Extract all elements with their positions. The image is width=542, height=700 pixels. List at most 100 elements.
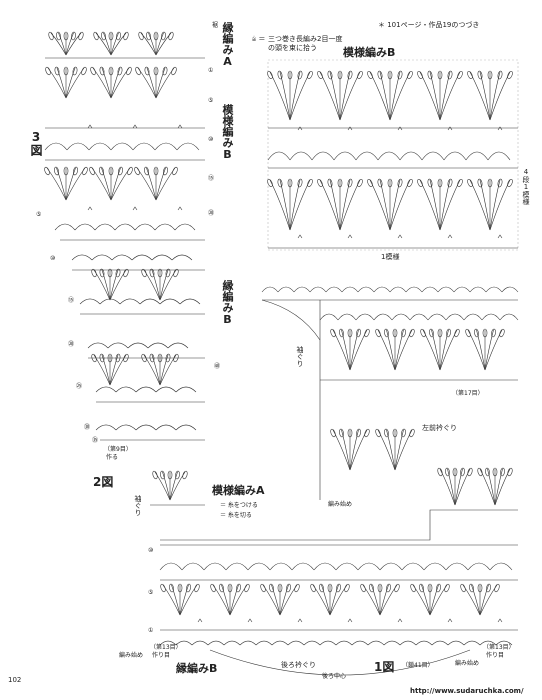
chain-arc [401,562,425,571]
fan-petal [477,178,483,188]
fan-stitch [212,584,231,616]
chain-arc [427,313,447,321]
fan-petal [78,31,84,41]
fan-petal [277,583,283,593]
chain-arc [293,286,311,293]
fan-stitch [389,71,401,121]
chain-arc [291,562,315,571]
fan-stitch [169,471,178,501]
chain-arc [373,313,393,321]
fan-petal [347,70,353,80]
fan-petal [500,467,505,477]
fan-stitch [479,584,498,616]
fan-stitch [394,329,404,371]
chain-arc [377,151,401,161]
fan-petal [126,66,132,76]
chain-arc [443,151,467,161]
fan-stitch [489,179,511,231]
picot [177,206,183,211]
fan-petal [160,583,166,593]
fan-petal [71,31,76,41]
fan-petal [336,583,341,593]
chain-arc [175,386,197,393]
chain-arc [447,640,465,646]
fan-petal [123,31,129,41]
chain-arc [171,254,193,261]
fan-petal [101,31,106,41]
fan-petal [337,70,343,80]
picot [447,126,453,131]
fan-stitch [56,167,67,201]
fan-petal [108,66,114,76]
chain-arc [95,424,117,431]
label-amihajime-right: 編み始め [455,660,480,667]
fan-petal [356,428,361,438]
row-number: ㊵ [214,363,221,370]
fan-stitch [369,179,391,231]
fan-stitch [101,167,112,201]
fan-stitch [271,584,281,616]
fan-petal [152,470,158,480]
fan-petal [369,583,374,593]
fan-petal [330,328,336,338]
row-number: ⑩ [208,136,214,143]
fan-petal [82,166,88,176]
fan-petal [244,583,250,593]
fan-petal [437,467,443,477]
fan-petal [387,70,393,80]
fan-petal [149,353,155,363]
chain-arc [247,562,271,571]
chain-arc [119,298,141,305]
fan-petal [420,328,426,338]
fan-stitch [341,429,351,471]
fan-petal [153,166,159,176]
fan-stitch [469,71,491,121]
fan-stitch [439,71,451,121]
fan-petal [115,268,121,278]
label-ushiroeri: 後ろ衿ぐり [281,661,316,669]
fan-petal [377,70,383,80]
fan-stitch [319,179,341,231]
fan-stitch [339,71,351,121]
fan-petal [364,428,370,438]
fan-petal [447,70,453,80]
fan-petal [260,583,266,593]
chain-arc [88,142,112,151]
chain-arc [159,562,183,571]
fan-petal [327,583,333,593]
chain-arc [437,286,455,293]
fan-petal [392,328,398,338]
fan-stitch [289,179,311,231]
row-number: ㉚ [84,424,91,431]
label-sodeguri-mid: 袖ぐり [296,346,304,367]
fan-stitch [321,584,331,616]
fan-petal [347,328,353,338]
fan-stitch [93,269,111,301]
fan-stitch [439,329,458,371]
fan-stitch [469,179,491,231]
label-dan9-sub: 作る [106,454,119,461]
fan-petal [168,31,174,41]
fan-petal [72,66,78,76]
fan-petal [452,467,458,477]
fan-petal [347,428,353,438]
fan-stitch [479,71,491,121]
label-sodeguri-left: 袖ぐり [134,495,142,516]
fan-petal [99,353,105,363]
chain-arc [132,142,156,151]
fan-petal [507,467,513,477]
page-number: 102 [8,676,22,684]
fan-petal [165,268,171,278]
chain-arc [421,286,439,293]
chain-arc [303,640,321,646]
picot [497,234,503,239]
picot [497,618,503,623]
fan-stitch [143,269,161,301]
fan-stitch [229,584,248,616]
chain-arc [155,424,177,431]
fan-petal [477,467,483,477]
fan-petal [339,328,344,338]
fan-stitch [279,584,289,616]
fan-stitch [494,468,503,506]
fan-stitch [171,584,181,616]
